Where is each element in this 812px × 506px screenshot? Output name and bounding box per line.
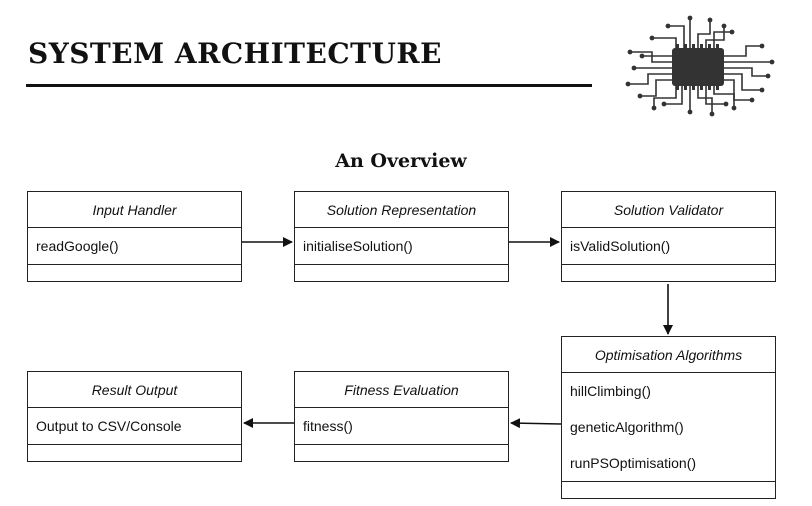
class-footer	[295, 265, 508, 281]
method-item: isValidSolution()	[570, 238, 671, 254]
class-solution-validator: Solution Validator isValidSolution()	[561, 191, 776, 282]
class-footer	[562, 265, 775, 281]
method-item: initialiseSolution()	[303, 238, 413, 254]
class-methods: Output to CSV/Console	[28, 408, 241, 445]
title-underline	[26, 84, 592, 87]
method-item: geneticAlgorithm()	[570, 419, 684, 435]
diagram-subtitle: An Overview	[335, 150, 467, 172]
class-methods: initialiseSolution()	[295, 228, 508, 265]
class-methods: hillClimbing() geneticAlgorithm() runPSO…	[562, 373, 775, 482]
class-result-output: Result Output Output to CSV/Console	[27, 371, 242, 462]
class-methods: isValidSolution()	[562, 228, 775, 265]
method-item: readGoogle()	[36, 238, 119, 254]
class-fitness-evaluation: Fitness Evaluation fitness()	[294, 371, 509, 462]
class-footer	[28, 445, 241, 461]
class-name: Solution Validator	[562, 192, 775, 228]
circuit-chip-icon	[625, 15, 775, 117]
class-optimisation-algorithms: Optimisation Algorithms hillClimbing() g…	[561, 336, 776, 499]
class-footer	[28, 265, 241, 281]
method-item: fitness()	[303, 418, 353, 434]
class-name: Result Output	[28, 372, 241, 408]
method-item: Output to CSV/Console	[36, 418, 182, 434]
class-methods: fitness()	[295, 408, 508, 445]
class-name: Optimisation Algorithms	[562, 337, 775, 373]
class-name: Solution Representation	[295, 192, 508, 228]
class-solution-representation: Solution Representation initialiseSoluti…	[294, 191, 509, 282]
arrow-optimisation-to-fitness	[510, 418, 562, 429]
class-methods: readGoogle()	[28, 228, 241, 265]
class-name: Fitness Evaluation	[295, 372, 508, 408]
method-item: runPSOptimisation()	[570, 455, 697, 471]
page-title: SYSTEM ARCHITECTURE	[28, 37, 443, 70]
class-footer	[295, 445, 508, 461]
class-name: Input Handler	[28, 192, 241, 228]
class-input-handler: Input Handler readGoogle()	[27, 191, 242, 282]
method-item: hillClimbing()	[570, 383, 651, 399]
class-footer	[562, 482, 775, 498]
